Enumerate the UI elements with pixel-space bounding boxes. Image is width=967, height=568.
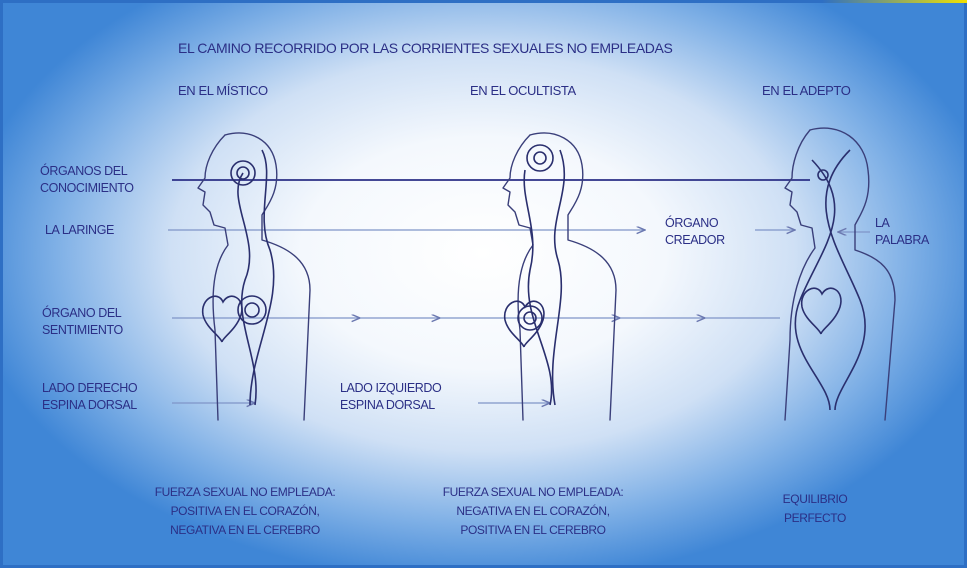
- label-organs-knowledge: ÓRGANOS DEL CONOCIMIENTO: [40, 164, 134, 195]
- adept-figure: [784, 127, 896, 421]
- label-right-side-spine: LADO DERECHO ESPINA DORSAL: [42, 381, 138, 412]
- label-larynx: LA LARINGE: [45, 223, 114, 237]
- label-left-side-spine: LADO IZQUIERDO ESPINA DORSAL: [340, 381, 442, 412]
- label-the-word: LA PALABRA: [875, 216, 929, 247]
- column-adept: EN EL ADEPTO: [762, 83, 851, 98]
- column-occultist: EN EL OCULTISTA: [470, 83, 576, 98]
- description-adept: EQUILIBRIO PERFECTO: [782, 492, 848, 525]
- occultist-figure: [502, 132, 617, 421]
- mystic-figure: [197, 132, 311, 421]
- column-mystic: EN EL MÍSTICO: [178, 83, 268, 98]
- description-mystic: FUERZA SEXUAL NO EMPLEADA: POSITIVA EN E…: [154, 485, 336, 537]
- label-creative-organ: ÓRGANO CREADOR: [665, 216, 725, 247]
- diagram-title: EL CAMINO RECORRIDO POR LAS CORRIENTES S…: [178, 40, 673, 56]
- description-occultist: FUERZA SEXUAL NO EMPLEADA: NEGATIVA EN E…: [442, 485, 624, 537]
- frame-accent: [0, 0, 967, 3]
- label-organ-feeling: ÓRGANO DEL SENTIMIENTO: [42, 306, 123, 337]
